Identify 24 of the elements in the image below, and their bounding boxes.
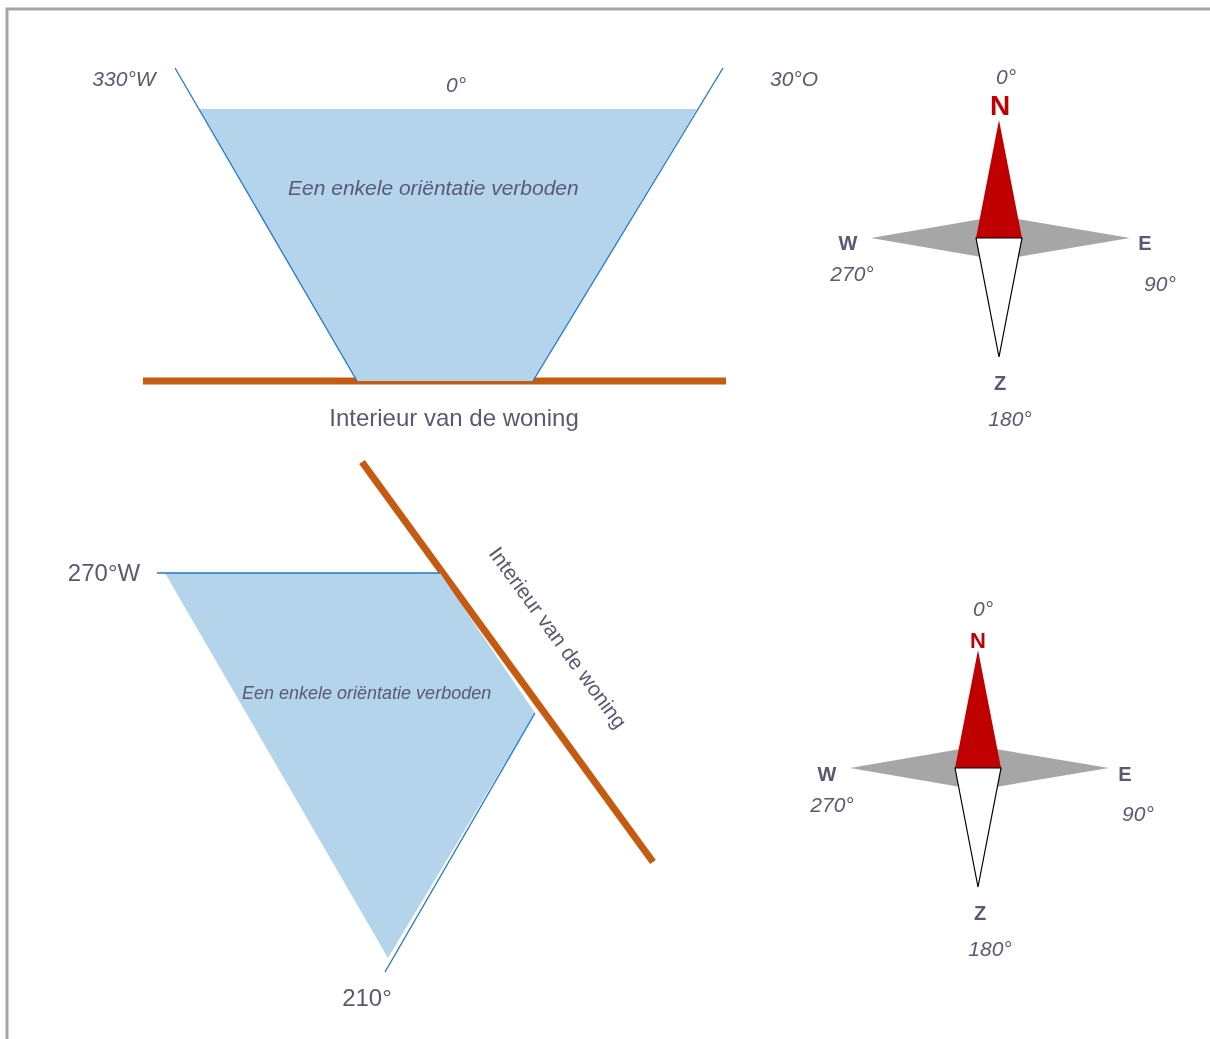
degree-label: 180° (968, 938, 1012, 959)
degree-label: 90° (1122, 803, 1154, 824)
degree-label: 270° (830, 263, 874, 284)
degree-label: 330°W (92, 68, 156, 89)
compass-direction-label: E (1118, 764, 1132, 784)
compass-direction-label: W (817, 764, 837, 784)
compass-direction-label: E (1138, 233, 1152, 253)
degree-label: 0° (995, 66, 1017, 87)
compass-direction-label: W (838, 233, 858, 253)
compass-direction-label: Z (993, 373, 1007, 393)
degree-label: 210° (342, 986, 392, 1010)
degree-label: 270° (810, 794, 854, 815)
degree-label: 0° (445, 74, 467, 95)
degree-label: 30°O (769, 68, 819, 89)
sector-label: Een enkele oriëntatie verboden (288, 176, 579, 200)
degree-label: 270°W (67, 561, 141, 585)
compass-direction-label: Z (973, 903, 987, 923)
sector-label: Een enkele oriëntatie verboden (242, 683, 492, 704)
degree-label: 0° (972, 598, 994, 619)
compass-direction-label: N (970, 630, 986, 652)
degree-label: 90° (1144, 273, 1176, 294)
degree-label: 180° (988, 408, 1032, 429)
wall-label: Interieur van de woning (329, 406, 579, 430)
compass-direction-label: N (989, 92, 1011, 120)
